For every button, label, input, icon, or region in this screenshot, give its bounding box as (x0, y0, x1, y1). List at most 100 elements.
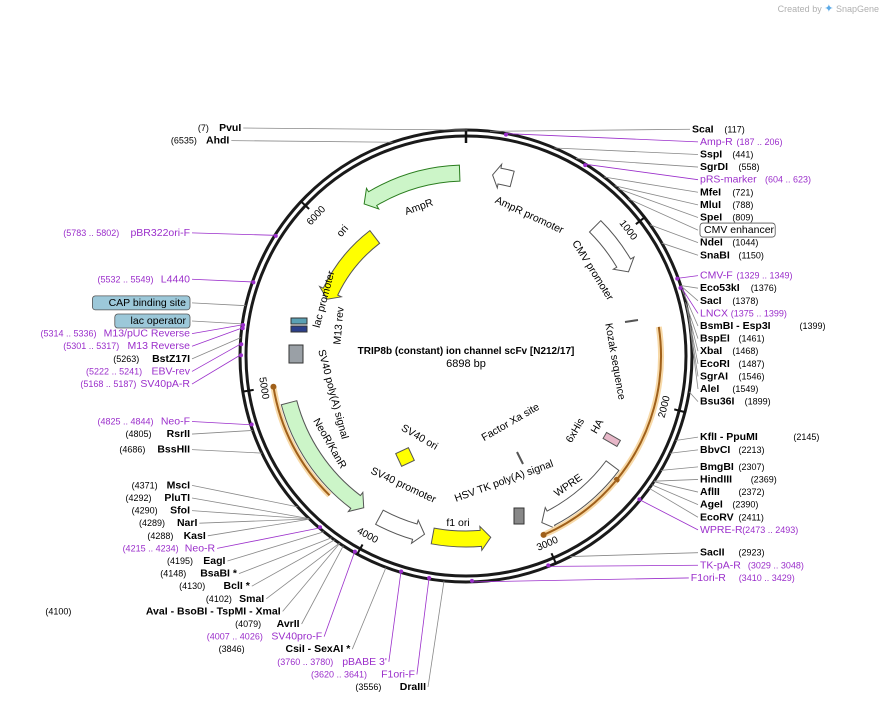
factor-xa-feature[interactable] (516, 451, 524, 465)
map-label-bstz17i[interactable]: BstZ17I(5263) (113, 353, 190, 365)
map-label-sgrai[interactable]: SgrAI(1546) (700, 370, 765, 382)
label-name: Neo-R (185, 542, 216, 554)
label-name: pBR322ori-F (130, 227, 190, 239)
feature-arrow-sv40-promoter[interactable] (374, 509, 426, 545)
map-label-l4440[interactable]: L4440(5532 .. 5549) (97, 273, 190, 285)
map-label-draiii[interactable]: DraIII(3556) (355, 681, 426, 693)
map-label-lac-operator[interactable]: lac operator (114, 313, 191, 329)
lac-operator-feature[interactable] (290, 317, 308, 325)
feature-arrow-neor-kanr[interactable] (280, 400, 365, 513)
map-label-smai[interactable]: SmaI(4102) (206, 593, 264, 605)
map-label-pbr322ori-f[interactable]: pBR322ori-F(5783 .. 5802) (63, 227, 190, 239)
label-position: (1044) (732, 238, 758, 248)
label-leader (191, 510, 310, 520)
map-label-m13-puc-reverse[interactable]: M13/pUC Reverse(5314 .. 5336) (40, 328, 190, 340)
label-position: (4079) (235, 619, 261, 629)
map-label-bsshii[interactable]: BssHII(4686) (119, 444, 190, 456)
map-label-alei[interactable]: AleI(1549) (700, 383, 758, 395)
label-position: (2307) (739, 462, 765, 472)
map-label-pluti[interactable]: PluTI(4292) (125, 492, 190, 504)
map-label-tk-pa-r[interactable]: TK-pA-R(3029 .. 3048) (700, 559, 804, 571)
map-label-avai-bsobi-tspmi-xmai[interactable]: AvaI - BsoBI - TspMI - XmaI(4100) (45, 605, 280, 617)
map-label-bcli-[interactable]: BclI *(4130) (179, 580, 251, 592)
map-label-avrii[interactable]: AvrII(4079) (235, 618, 300, 630)
label-name: SacI (700, 295, 722, 307)
map-label-sv40pro-f[interactable]: SV40pro-F(4007 .. 4026) (207, 631, 322, 643)
map-label-msci[interactable]: MscI(4371) (132, 479, 190, 491)
map-label-csii-sexai-[interactable]: CsiI - SexAI *(3846) (219, 643, 352, 655)
map-label-bsabi-[interactable]: BsaBI *(4148) (160, 568, 238, 580)
map-label-neo-f[interactable]: Neo-F(4825 .. 4844) (97, 415, 190, 427)
map-label-saci[interactable]: SacI(1378) (700, 295, 758, 307)
feature-label-hsv-tk: HSV TK poly(A) signal (453, 458, 555, 505)
map-label-ecori[interactable]: EcoRI(1487) (700, 358, 765, 370)
label-name: SfoI (170, 505, 190, 517)
label-name: HindIII (700, 473, 732, 485)
map-label-sfoi[interactable]: SfoI(4290) (132, 505, 190, 517)
hsv-tk-polya-feature[interactable] (513, 507, 525, 525)
ha-tag-feature[interactable] (602, 431, 622, 448)
map-label-lncx[interactable]: LNCX(1375 .. 1399) (700, 307, 787, 319)
map-label-aflii[interactable]: AflII(2372) (700, 486, 765, 498)
map-label-hindiii[interactable]: HindIII(2369) (700, 473, 777, 485)
map-label-nari[interactable]: NarI(4289) (139, 517, 197, 529)
map-label-bsmbi-esp3i[interactable]: BsmBI - Esp3I(1399) (700, 320, 826, 332)
sv40-ori-feature[interactable] (395, 447, 415, 467)
map-label-neo-r[interactable]: Neo-R(4215 .. 4234) (123, 542, 216, 554)
map-label-amp-r[interactable]: Amp-R(187 .. 206) (700, 136, 783, 148)
map-label-rsrii[interactable]: RsrII(4805) (125, 428, 190, 440)
feature-arrow-wpre[interactable] (541, 460, 620, 530)
tick-mark (674, 408, 687, 414)
map-label-bmgbi[interactable]: BmgBI(2307) (700, 461, 765, 473)
feature-arrow-ampr[interactable] (363, 164, 461, 210)
map-label-bspei[interactable]: BspEI(1461) (700, 333, 765, 345)
m13-rev-feature[interactable] (290, 325, 308, 333)
feature-arrow-ampr-promoter[interactable] (492, 162, 515, 190)
label-name: MfeI (700, 186, 721, 198)
label-name: M13 Reverse (128, 340, 191, 352)
feature-arrow-cmv-promoter[interactable] (588, 219, 635, 273)
map-label-sv40pa-r[interactable]: SV40pA-R(5168 .. 5187) (80, 378, 190, 390)
feature-arrow-ori[interactable] (318, 229, 381, 300)
map-label-eagi[interactable]: EagI(4195) (167, 555, 225, 567)
label-name: KasI (184, 530, 206, 542)
map-label-cmv-enhancer[interactable]: CMV enhancer (699, 222, 776, 238)
label-name: BsmBI - Esp3I (700, 320, 771, 332)
label-leader (351, 567, 387, 650)
kozak-feature[interactable] (624, 319, 639, 323)
label-box (699, 222, 776, 238)
map-label-kfli-ppumi[interactable]: KflI - PpuMI(2145) (700, 431, 819, 443)
map-label-kasi[interactable]: KasI(4288) (147, 530, 205, 542)
map-label-f1ori-f[interactable]: F1ori-F(3620 .. 3641) (311, 668, 415, 680)
map-label-sspi[interactable]: SspI(441) (700, 148, 753, 160)
map-label-cmv-f[interactable]: CMV-F(1329 .. 1349) (700, 270, 793, 282)
map-label-ahdi[interactable]: AhdI(6535) (171, 135, 229, 147)
map-label-prs-marker[interactable]: pRS-marker(604 .. 623) (700, 174, 811, 186)
map-label-sacii[interactable]: SacII(2923) (700, 547, 765, 559)
map-label-f1ori-r[interactable]: F1ori-R(3410 .. 3429) (691, 572, 795, 584)
map-label-ebv-rev[interactable]: EBV-rev(5222 .. 5241) (86, 365, 191, 377)
map-label-mlui[interactable]: MluI(788) (700, 199, 753, 211)
map-label-sgrdi[interactable]: SgrDI(558) (700, 161, 760, 173)
tick-mark (635, 216, 646, 225)
map-label-mfei[interactable]: MfeI(721) (700, 186, 753, 198)
map-label-wpre-r[interactable]: WPRE-R(2473 .. 2493) (700, 524, 798, 536)
primer-site-marker (675, 276, 680, 281)
map-label-agei[interactable]: AgeI(2390) (700, 499, 758, 511)
map-label-scai[interactable]: ScaI(117) (692, 123, 745, 135)
map-label-eco53ki[interactable]: Eco53kI(1376) (700, 282, 777, 294)
map-label-bsu36i[interactable]: Bsu36I(1899) (700, 396, 771, 408)
label-leader (471, 577, 689, 583)
map-label-cap-binding-site[interactable]: CAP binding site (92, 295, 191, 311)
map-label-xbai[interactable]: XbaI(1468) (700, 345, 758, 357)
map-label-ndei[interactable]: NdeI(1044) (700, 237, 758, 249)
map-label-pvui[interactable]: PvuI(7) (198, 122, 241, 134)
map-label-ecorv[interactable]: EcoRV(2411) (700, 511, 764, 523)
feature-arrow-f1-ori[interactable] (430, 525, 492, 552)
map-label-spei[interactable]: SpeI(809) (700, 211, 753, 223)
map-label-bbvci[interactable]: BbvCI(2213) (700, 444, 765, 456)
sv40-polya-feature[interactable] (288, 344, 304, 364)
map-label-pbabe-3-[interactable]: pBABE 3'(3760 .. 3780) (277, 656, 387, 668)
map-label-m13-reverse[interactable]: M13 Reverse(5301 .. 5317) (63, 340, 190, 352)
map-label-snabi[interactable]: SnaBI(1150) (700, 249, 764, 261)
